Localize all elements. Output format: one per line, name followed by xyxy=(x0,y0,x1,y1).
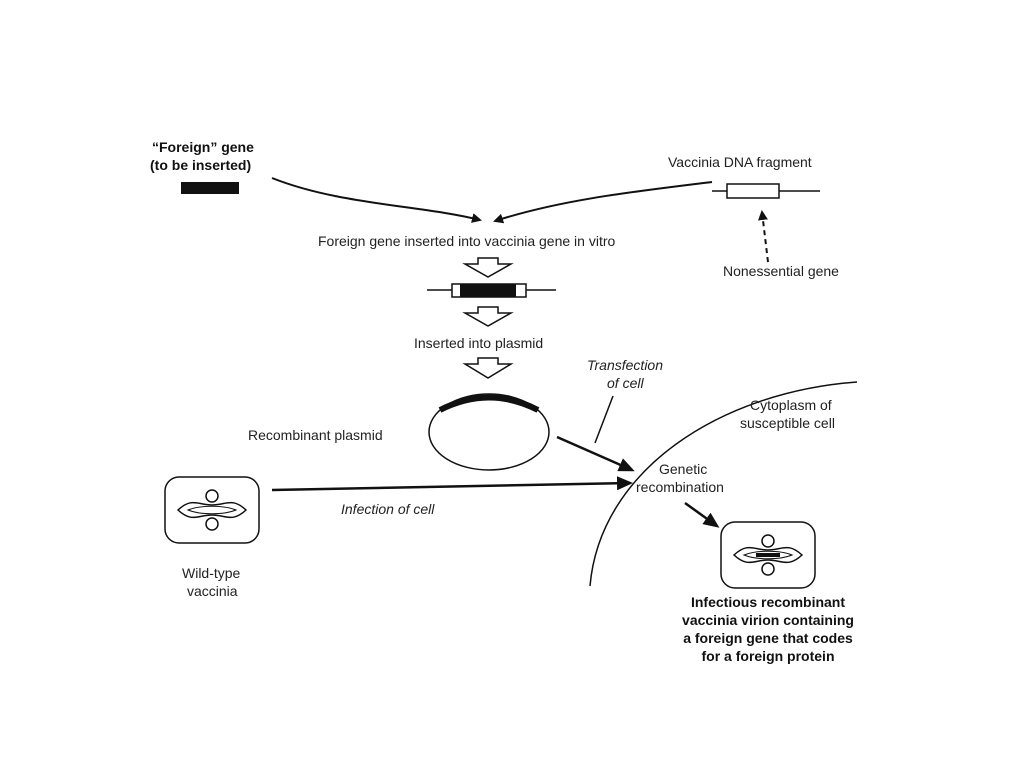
hollow-down-arrow-1 xyxy=(462,257,514,278)
vaccinia-dna-fragment-label: Vaccinia DNA fragment xyxy=(668,154,812,170)
step-inserted-in-vitro-label: Foreign gene inserted into vaccinia gene… xyxy=(318,233,616,249)
nonessential-gene-label: Nonessential gene xyxy=(723,263,839,279)
foreign-gene-bar xyxy=(181,182,239,194)
inserted-foreign-gene-marker xyxy=(756,553,780,557)
result-label-line4: for a foreign protein xyxy=(702,648,835,664)
plasmid-inserted-segment xyxy=(438,394,540,413)
hollow-down-arrow-3 xyxy=(462,357,514,379)
result-label-line1: Infectious recombinant xyxy=(691,594,845,610)
nonessential-gene-box xyxy=(726,183,780,199)
transfection-pointer-line xyxy=(594,395,614,444)
cytoplasm-label-line2: susceptible cell xyxy=(740,415,835,431)
recombinant-virion xyxy=(720,521,816,589)
foreign-gene-curved-arrow xyxy=(271,177,482,223)
nonessential-gene-dashed-arrow xyxy=(757,210,769,263)
genetic-recombination-label-line1: Genetic xyxy=(659,461,707,477)
transfection-label-line1: Transfection xyxy=(587,357,663,373)
transfection-label-line2: of cell xyxy=(607,375,644,391)
vaccinia-fragment-curved-arrow xyxy=(493,181,713,224)
result-label-line3: a foreign gene that codes xyxy=(683,630,853,646)
hollow-down-arrow-2 xyxy=(462,306,514,327)
wild-type-virion xyxy=(164,476,260,544)
recombinant-plasmid-label: Recombinant plasmid xyxy=(248,427,383,443)
recombination-result-arrow xyxy=(684,501,720,528)
transfection-arrow xyxy=(556,435,635,472)
cell-membrane xyxy=(589,381,858,587)
result-label-line2: vaccinia virion containing xyxy=(682,612,854,628)
wild-type-label-line1: Wild-type xyxy=(182,565,241,581)
recombinant-plasmid-ellipse xyxy=(428,393,550,471)
foreign-gene-label-line1: “Foreign” gene xyxy=(152,139,254,155)
genetic-recombination-label-line2: recombination xyxy=(636,479,724,495)
infection-arrow xyxy=(271,476,633,492)
step-inserted-into-plasmid-label: Inserted into plasmid xyxy=(414,335,543,351)
cytoplasm-label-line1: Cytoplasm of xyxy=(750,397,832,413)
foreign-gene-label-line2: (to be inserted) xyxy=(150,157,251,173)
inserted-foreign-gene-bar xyxy=(460,284,516,297)
wild-type-label-line2: vaccinia xyxy=(187,583,238,599)
infection-of-cell-label: Infection of cell xyxy=(341,501,435,517)
